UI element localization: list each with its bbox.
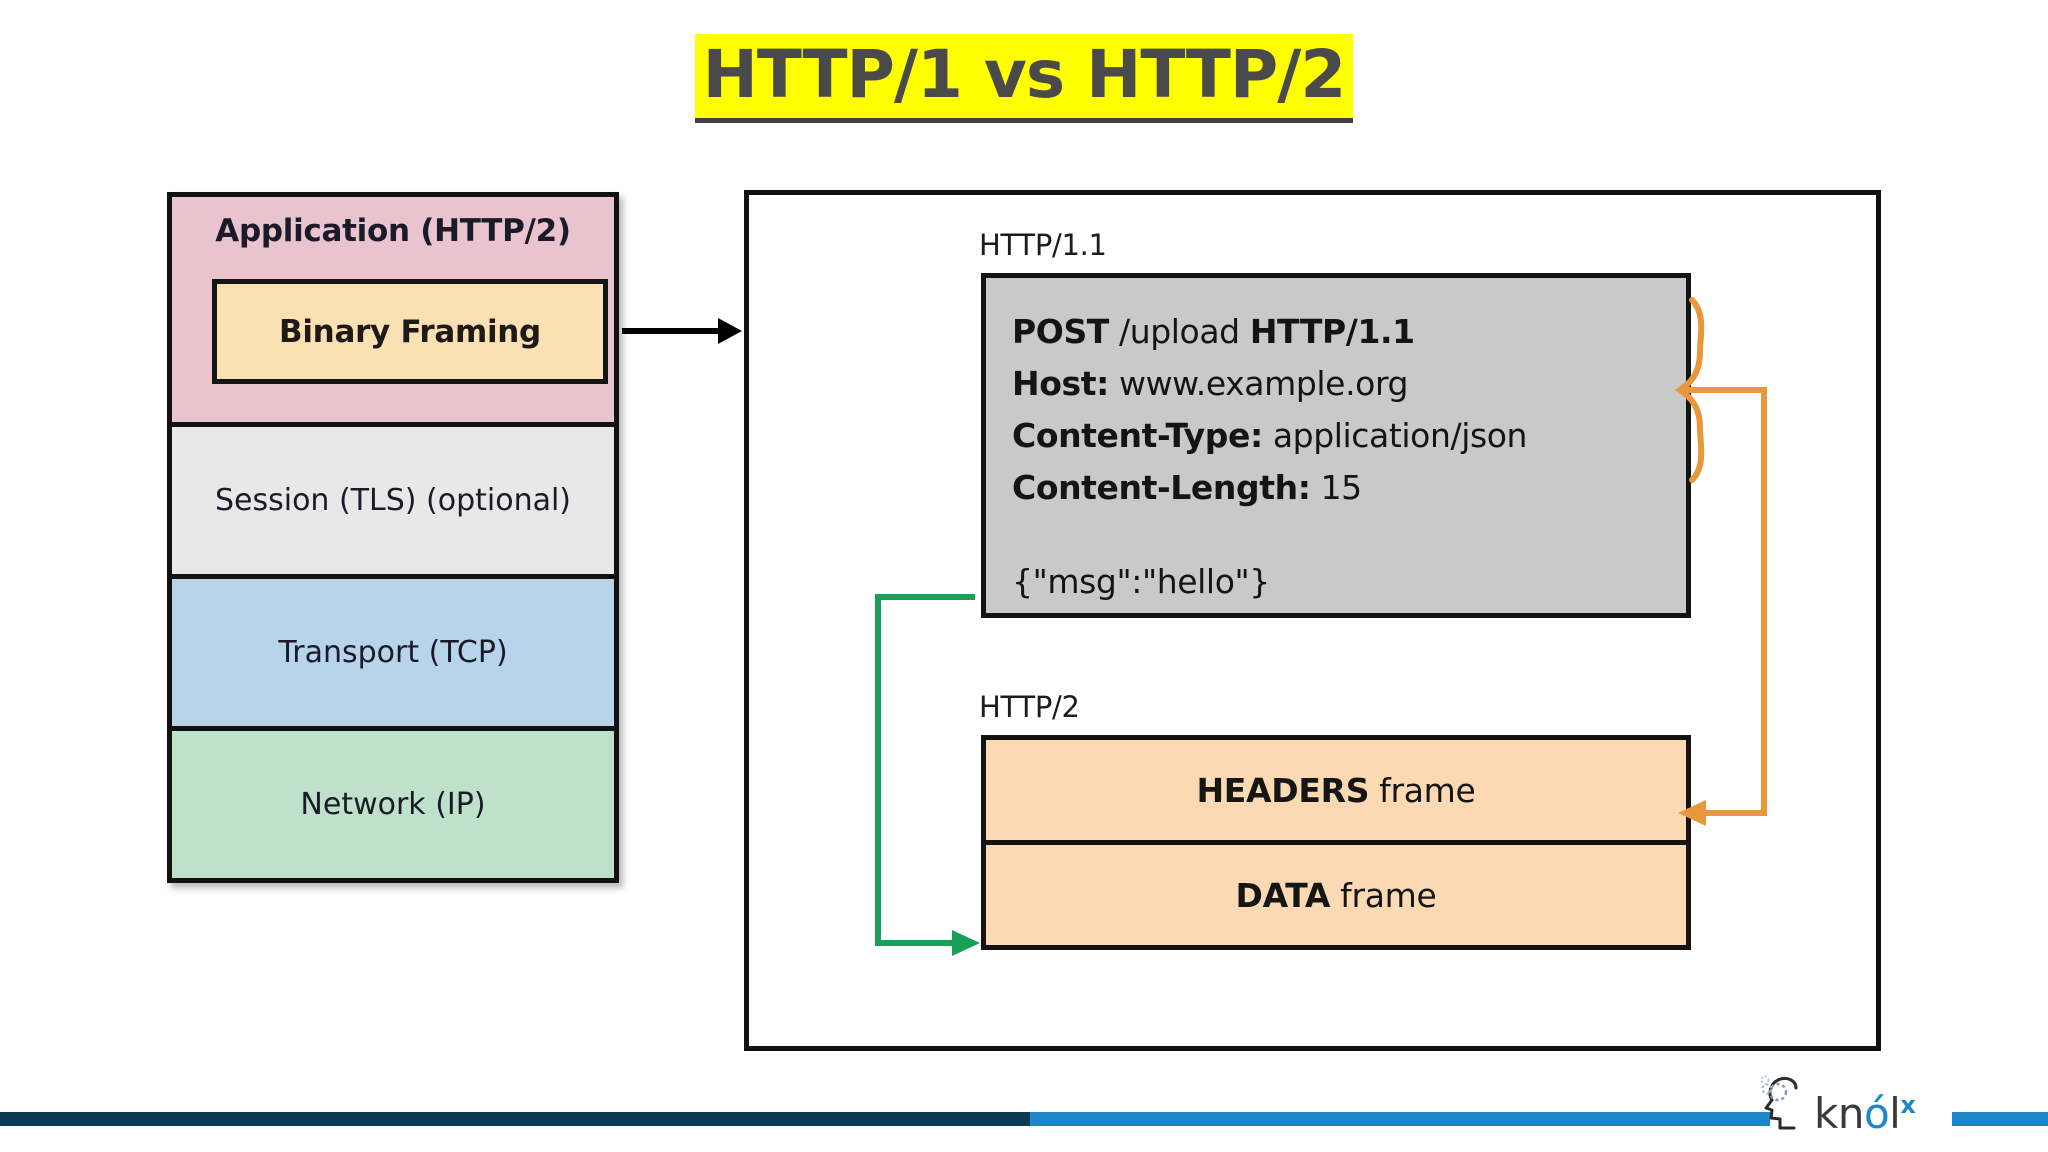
data-frame-keyword: DATA [1235,875,1331,915]
headers-frame-keyword: HEADERS [1196,770,1370,810]
stack-layer-network-label: Network (IP) [300,787,486,822]
http1-caption: HTTP/1.1 [979,228,1107,262]
stack-to-panel-arrow-icon [622,318,742,344]
logo-wordmark: knólx [1814,1083,1916,1138]
head-profile-icon [1760,1075,1798,1130]
headers-frame-word: frame [1379,770,1476,810]
binary-framing-box: Binary Framing [212,279,608,384]
stack-layer-application-label: Application (HTTP/2) [215,213,571,249]
stack-layer-session-label: Session (TLS) (optional) [214,483,571,518]
logo-superscript-x: x [1900,1091,1916,1119]
protocol-stack-diagram: Application (HTTP/2) Binary Framing Sess… [167,192,619,883]
http1-request-box: POST /upload HTTP/1.1 Host: www.example.… [981,273,1691,618]
stack-layer-network: Network (IP) [172,726,614,878]
stack-layer-application: Application (HTTP/2) Binary Framing [172,197,614,422]
page-title: HTTP/1 vs HTTP/2 [694,34,1354,123]
knolx-logo: knólx [1756,1060,1956,1136]
title-area: HTTP/1 vs HTTP/2 [0,34,2048,123]
logo-text-o-accent: ó [1863,1089,1890,1138]
comparison-panel: HTTP/1.1 POST /upload HTTP/1.1 Host: www… [744,190,1881,1051]
data-frame-row: DATA frame [986,840,1686,945]
footer-rule-blue-left [1030,1112,1770,1126]
logo-text-kn: kn [1814,1089,1864,1138]
stack-layer-transport-label: Transport (TCP) [278,635,508,670]
data-frame-word: frame [1340,875,1437,915]
stack-layer-transport: Transport (TCP) [172,574,614,726]
request-header-host: Host: www.example.org [1012,364,1409,403]
stack-layer-session: Session (TLS) (optional) [172,422,614,574]
binary-framing-label: Binary Framing [279,313,541,350]
http2-caption: HTTP/2 [979,690,1080,724]
footer-rule-dark [0,1112,1030,1126]
request-line-method: POST /upload HTTP/1.1 [1012,312,1415,351]
request-header-content-length: Content-Length: 15 [1012,468,1362,507]
headers-frame-row: HEADERS frame [986,740,1686,840]
request-header-content-type: Content-Type: application/json [1012,416,1528,455]
footer-rule-blue-right [1952,1112,2048,1126]
logo-text-l: l [1889,1089,1901,1138]
http2-frames-group: HEADERS frame DATA frame [981,735,1691,950]
request-body: {"msg":"hello"} [1012,562,1270,601]
